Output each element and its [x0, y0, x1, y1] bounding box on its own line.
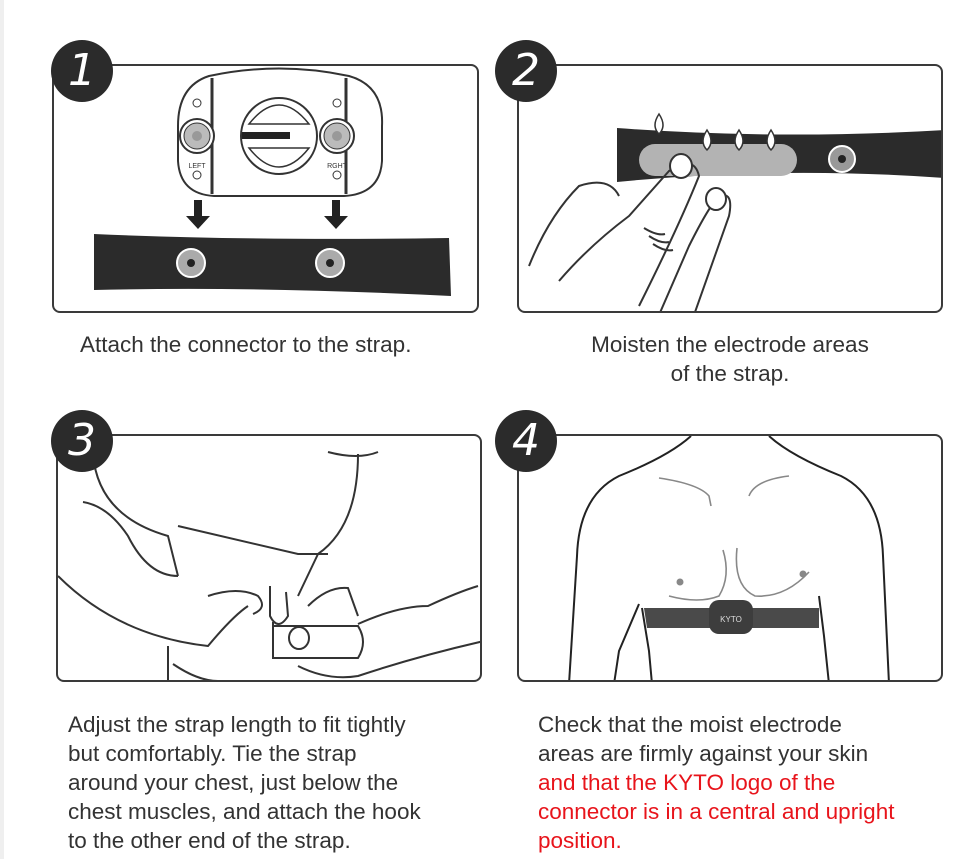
step-2-caption-line-1: Moisten the electrode areas	[591, 332, 869, 357]
step-4-caption-line-1: Check that the moist electrode	[538, 712, 842, 737]
step-1-illustration-frame: LEFT RGHT	[52, 64, 479, 313]
down-arrow-icon	[324, 200, 348, 229]
step-3-caption-line-2: but comfortably. Tie the strap	[68, 741, 357, 766]
step-2-number-badge: 2	[495, 40, 557, 102]
connector-to-strap-illustration: LEFT RGHT	[94, 67, 451, 296]
step-3-caption: Adjust the strap length to fit tightly b…	[68, 710, 488, 855]
step-2-caption: Moisten the electrode areas of the strap…	[520, 330, 940, 388]
step-4-illustration-frame: KYTO	[517, 434, 943, 682]
hook-strap-illustration	[58, 451, 480, 680]
down-arrow-icon	[186, 200, 210, 229]
step-1-caption: Attach the connector to the strap.	[80, 332, 412, 357]
step-4-caption-highlight-line-3: position.	[538, 828, 622, 853]
page-edge-strip	[0, 0, 4, 859]
step-3-caption-line-3: around your chest, just below the	[68, 770, 399, 795]
torso-strap-illustration: KYTO	[568, 436, 890, 680]
kyto-logo: KYTO	[720, 615, 742, 624]
step-4-caption-highlight-line-1: and that the KYTO logo of the	[538, 770, 836, 795]
step-3-caption-line-4: chest muscles, and attach the hook	[68, 799, 421, 824]
step-2-illustration-frame	[517, 64, 943, 313]
step-3-caption-line-1: Adjust the strap length to fit tightly	[68, 712, 406, 737]
step-2-caption-line-2: of the strap.	[670, 361, 790, 386]
step-3-caption-line-5: to the other end of the strap.	[68, 828, 351, 853]
step-4-caption: Check that the moist electrode areas are…	[538, 710, 958, 855]
step-4-caption-line-2: areas are firmly against your skin	[538, 741, 869, 766]
step-3-number-badge: 3	[51, 410, 113, 472]
svg-text:LEFT: LEFT	[188, 163, 206, 170]
step-3-illustration-frame	[56, 434, 482, 682]
step-4-number-badge: 4	[495, 410, 557, 472]
moisten-electrode-illustration	[528, 112, 941, 311]
svg-text:RGHT: RGHT	[327, 163, 348, 170]
step-1-number-badge: 1	[51, 40, 113, 102]
step-4-caption-highlight-line-2: connector is in a central and upright	[538, 799, 895, 824]
